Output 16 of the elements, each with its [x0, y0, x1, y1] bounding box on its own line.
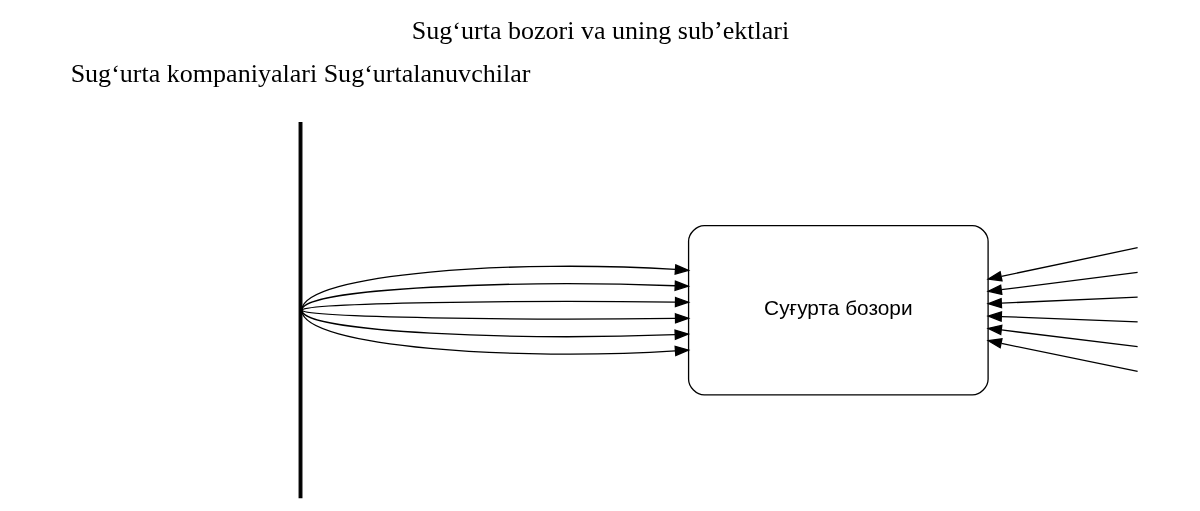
arrow [985, 271, 1138, 296]
node-box: Суғурта бозори [687, 224, 989, 396]
arrow [985, 338, 1138, 372]
arrow [300, 280, 690, 311]
arrow [300, 296, 690, 311]
arrow [300, 309, 690, 341]
arrow [985, 247, 1138, 282]
diagram-title: Sug‘urta bozori va uning sub’ektlari [411, 16, 789, 46]
label: Sug‘urta kompaniyalari Sug‘urtalanuvchilar [70, 59, 530, 89]
arrow [300, 309, 690, 324]
arrow [985, 311, 1138, 323]
arrow [985, 324, 1138, 348]
arrow [985, 296, 1138, 309]
arrow [300, 263, 690, 311]
arrow [300, 309, 690, 357]
node-bar [298, 122, 302, 499]
